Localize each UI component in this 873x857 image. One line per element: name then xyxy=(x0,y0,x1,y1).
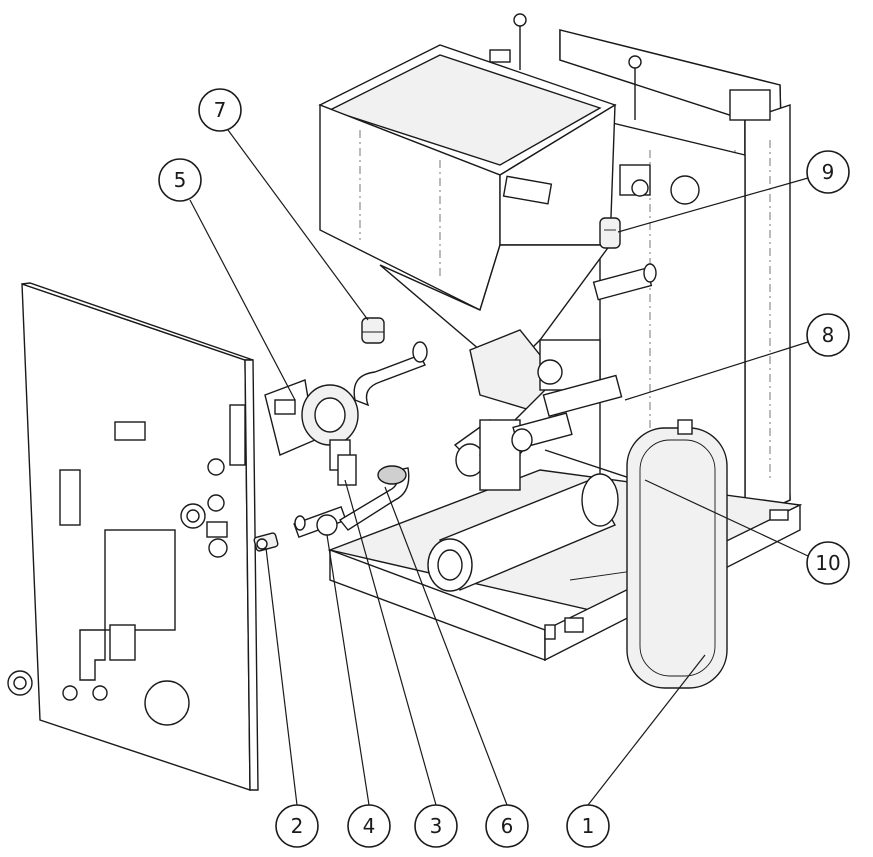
leader-8 xyxy=(624,341,809,401)
pump-outlet-pipe xyxy=(353,341,428,407)
callout-5-label: 5 xyxy=(174,168,187,192)
callout-10: 10 xyxy=(806,541,850,585)
leader-lines xyxy=(189,129,809,806)
callout-9: 9 xyxy=(806,150,850,194)
front-panel xyxy=(21,282,259,791)
leader-3 xyxy=(344,479,437,806)
return-pipes xyxy=(293,454,410,539)
leader-9 xyxy=(617,177,809,233)
callout-2: 2 xyxy=(275,804,319,848)
callout-6-label: 6 xyxy=(501,814,514,838)
grommet xyxy=(7,670,33,696)
leader-7 xyxy=(227,129,369,321)
callout-6: 6 xyxy=(485,804,529,848)
leader-4 xyxy=(326,534,370,806)
callout-4-label: 4 xyxy=(363,814,376,838)
auger-assembly xyxy=(453,329,601,491)
callout-7: 7 xyxy=(198,88,242,132)
burner-tube xyxy=(427,473,619,592)
small-fitting xyxy=(253,532,279,552)
leader-6 xyxy=(384,486,508,806)
leader-1 xyxy=(587,654,706,806)
callout-8: 8 xyxy=(806,313,850,357)
callout-2-label: 2 xyxy=(291,814,304,838)
callout-4: 4 xyxy=(347,804,391,848)
leader-5 xyxy=(189,199,296,401)
leader-10 xyxy=(644,479,809,557)
boiler-frame xyxy=(489,13,791,522)
callout-1-label: 1 xyxy=(582,814,595,838)
leader-2 xyxy=(265,547,298,806)
right-fittings xyxy=(511,164,657,452)
callout-8-label: 8 xyxy=(822,323,835,347)
callout-3: 3 xyxy=(414,804,458,848)
callout-9-label: 9 xyxy=(822,160,835,184)
pressure-switch xyxy=(599,217,621,249)
air-vent xyxy=(361,317,385,344)
expansion-vessel xyxy=(626,419,728,689)
fuel-hopper xyxy=(318,44,617,361)
callout-5: 5 xyxy=(158,158,202,202)
callout-1: 1 xyxy=(566,804,610,848)
callout-7-label: 7 xyxy=(214,98,227,122)
callout-10-label: 10 xyxy=(815,551,840,575)
callout-3-label: 3 xyxy=(430,814,443,838)
